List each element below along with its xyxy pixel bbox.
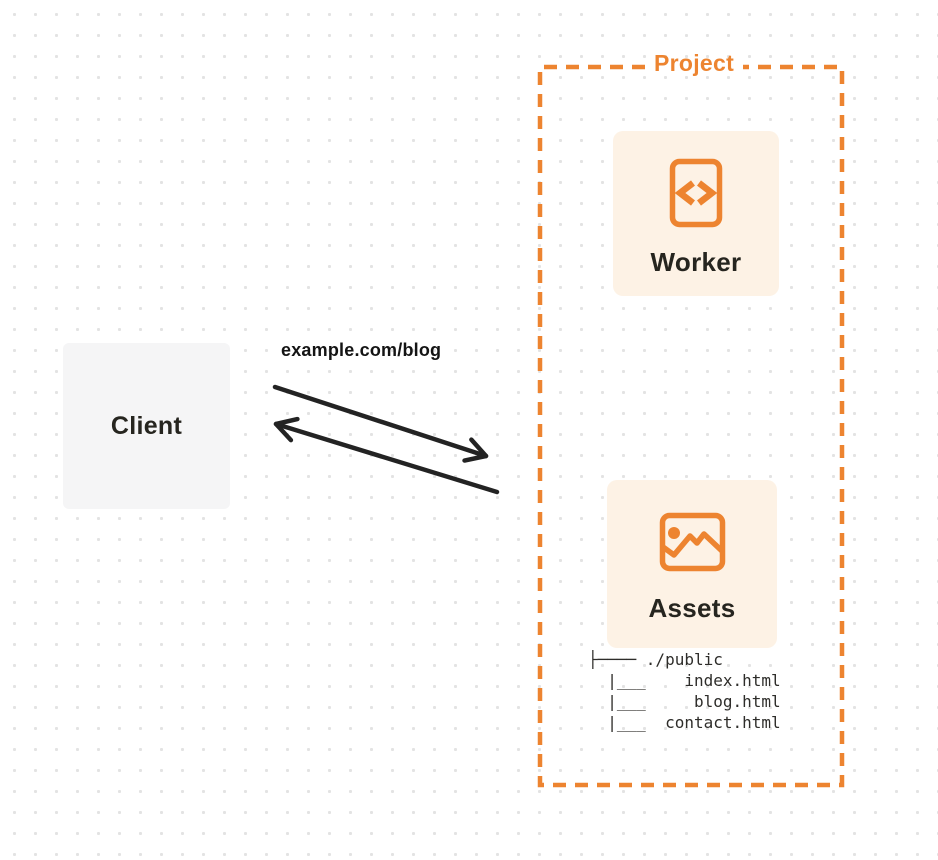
image-icon [659, 512, 725, 572]
worker-label: Worker [650, 247, 742, 277]
assets-file-tree: ├──── ./public |___ index.html |___ blog… [588, 650, 781, 732]
code-file-icon [669, 158, 723, 228]
request-arrow [272, 384, 489, 463]
project-label: Project [653, 50, 735, 76]
request-url-label: example.com/blog [281, 340, 442, 360]
client-label: Client [110, 411, 183, 440]
worker-node: Worker [613, 131, 779, 296]
assets-label: Assets [648, 593, 736, 623]
assets-node: Assets [607, 480, 777, 648]
response-arrow [273, 416, 500, 495]
client-node: Client [63, 343, 230, 509]
